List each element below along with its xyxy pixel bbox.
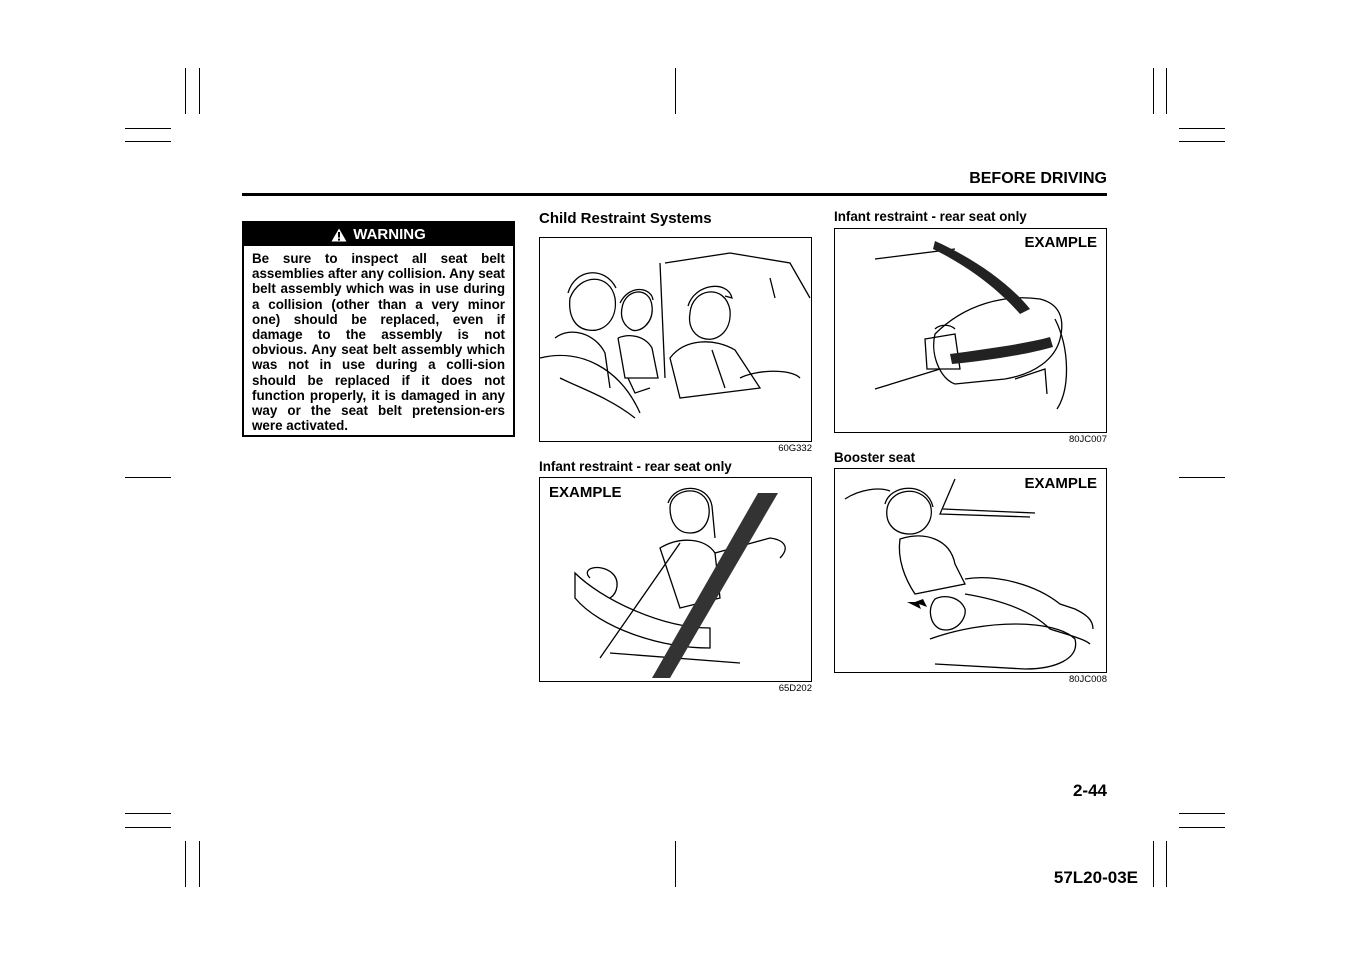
booster-seat-title: Booster seat: [834, 450, 916, 465]
crop-mark: [185, 841, 186, 887]
infant-restraint-title: Infant restraint - rear seat only: [834, 209, 1027, 224]
warning-label: WARNING: [353, 226, 426, 243]
booster-seat-illustration: EXAMPLE: [834, 468, 1107, 673]
crop-mark: [1153, 841, 1154, 887]
infant-restraint-illustration: EXAMPLE: [834, 228, 1107, 433]
crop-mark: [199, 68, 200, 114]
warning-triangle-icon: [331, 228, 347, 241]
crop-mark: [125, 128, 171, 129]
crop-mark: [675, 68, 676, 114]
example-label: EXAMPLE: [549, 484, 622, 501]
figure-code: 80JC008: [1068, 674, 1107, 685]
crop-mark: [1153, 68, 1154, 114]
crop-mark: [1179, 827, 1225, 828]
document-code: 57L20-03E: [1053, 868, 1138, 887]
figure-code: 65D202: [778, 683, 812, 694]
figure-code: 80JC007: [1068, 434, 1107, 445]
crop-mark: [1179, 813, 1225, 814]
section-header: BEFORE DRIVING: [969, 170, 1107, 187]
infant-restraint-title: Infant restraint - rear seat only: [539, 459, 732, 474]
figure-code: 60G332: [778, 443, 812, 454]
crop-mark: [125, 827, 171, 828]
warning-box: WARNING Be sure to inspect all seat belt…: [242, 221, 515, 437]
crop-mark: [675, 841, 676, 887]
crop-mark: [1179, 141, 1225, 142]
crop-mark: [185, 68, 186, 114]
crop-mark: [125, 813, 171, 814]
example-label: EXAMPLE: [1024, 234, 1097, 251]
infant-restraint-illustration: EXAMPLE: [539, 477, 812, 682]
crop-mark: [199, 841, 200, 887]
child-restraint-title: Child Restraint Systems: [539, 210, 712, 227]
crop-mark: [1166, 841, 1167, 887]
crop-mark: [1166, 68, 1167, 114]
crop-mark: [1179, 477, 1225, 478]
crop-mark: [125, 477, 171, 478]
header-rule: [242, 193, 1107, 196]
example-label: EXAMPLE: [1024, 475, 1097, 492]
crop-mark: [1179, 128, 1225, 129]
child-restraint-illustration: [539, 237, 812, 442]
warning-header: WARNING: [244, 223, 513, 246]
warning-text: Be sure to inspect all seat belt assembl…: [252, 251, 505, 434]
page-number: 2-44: [1072, 781, 1107, 800]
crop-mark: [125, 141, 171, 142]
